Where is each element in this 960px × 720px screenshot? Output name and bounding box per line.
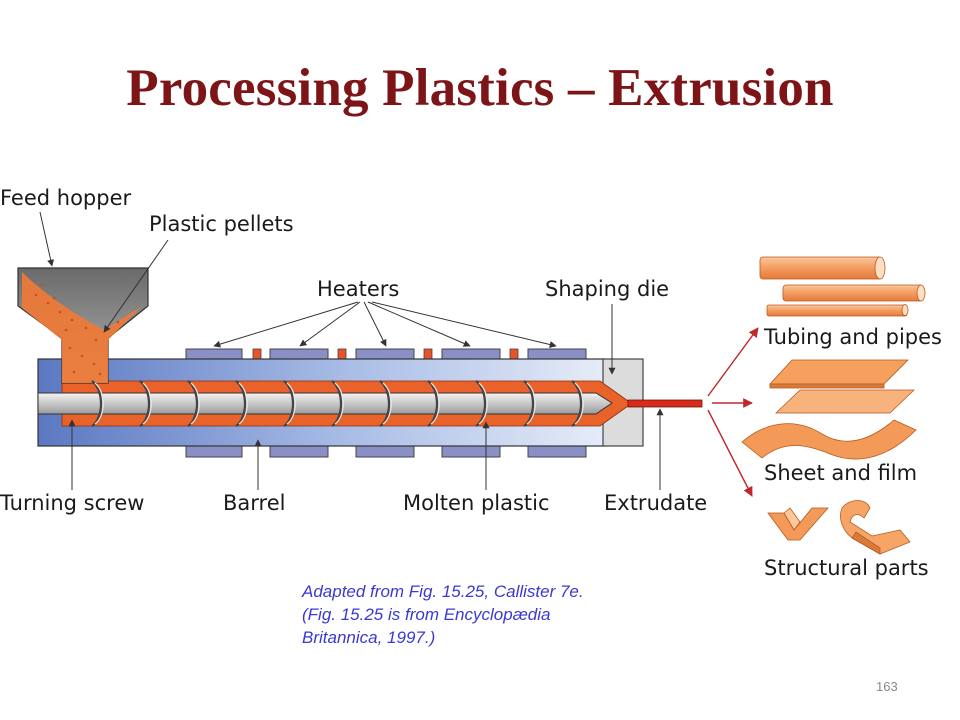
- caption-line-1: Adapted from Fig. 15.25, Callister 7e.: [302, 582, 584, 601]
- structural-parts-illustration: [767, 500, 911, 555]
- label-plastic-pellets: Plastic pellets: [149, 212, 294, 236]
- caption-line-2: (Fig. 15.25 is from Encyclopædia: [302, 605, 551, 624]
- label-barrel: Barrel: [223, 491, 285, 515]
- label-feed-hopper: Feed hopper: [0, 186, 132, 210]
- turning-screw: [37, 380, 613, 427]
- sheet-film-illustration: [741, 359, 917, 460]
- label-sheet-and-film: Sheet and film: [764, 461, 917, 485]
- heater-pad: [355, 445, 415, 458]
- label-heaters: Heaters: [317, 277, 399, 301]
- leader-arrows: [39, 211, 664, 490]
- page-number: 163: [876, 679, 898, 694]
- heater-pad: [185, 348, 243, 360]
- arrow-to-tubing: [707, 327, 759, 397]
- heater-pad: [527, 348, 587, 360]
- slide-title: Processing Plastics – Extrusion: [126, 59, 834, 117]
- hopper-pellets: [22, 272, 142, 383]
- heater-pad: [269, 348, 329, 360]
- heater-pad: [441, 348, 501, 360]
- arrow-to-structural: [707, 409, 753, 497]
- extrudate-strand: [627, 399, 703, 408]
- heater-pad: [355, 348, 415, 360]
- heater-pad: [441, 445, 501, 458]
- arrow-feed-hopper: [39, 211, 55, 267]
- label-structural-parts: Structural parts: [764, 556, 929, 580]
- pellet-dots: [34, 283, 120, 376]
- arrow-heater-5: [371, 301, 557, 348]
- heater-pad: [269, 445, 329, 458]
- arrow-plastic-pellets: [103, 239, 169, 333]
- arrow-heater-4: [367, 301, 471, 347]
- figure-caption: Adapted from Fig. 15.25, Callister 7e. (…: [302, 580, 702, 649]
- arrow-heater-1: [213, 301, 359, 348]
- label-tubing-and-pipes: Tubing and pipes: [763, 325, 942, 349]
- label-shaping-die: Shaping die: [545, 277, 669, 301]
- caption-line-3: Britannica, 1997.): [302, 628, 436, 647]
- heaters-bottom: [185, 445, 587, 458]
- product-arrows: [707, 327, 759, 497]
- heater-pad: [185, 445, 243, 458]
- label-extrudate: Extrudate: [604, 491, 707, 515]
- arrow-heater-3: [363, 301, 387, 347]
- arrow-heater-2: [299, 301, 361, 347]
- heater-pad: [527, 445, 587, 458]
- label-turning-screw: Turning screw: [0, 491, 144, 515]
- label-molten-plastic: Molten plastic: [403, 491, 550, 515]
- tubing-illustration: [759, 256, 926, 317]
